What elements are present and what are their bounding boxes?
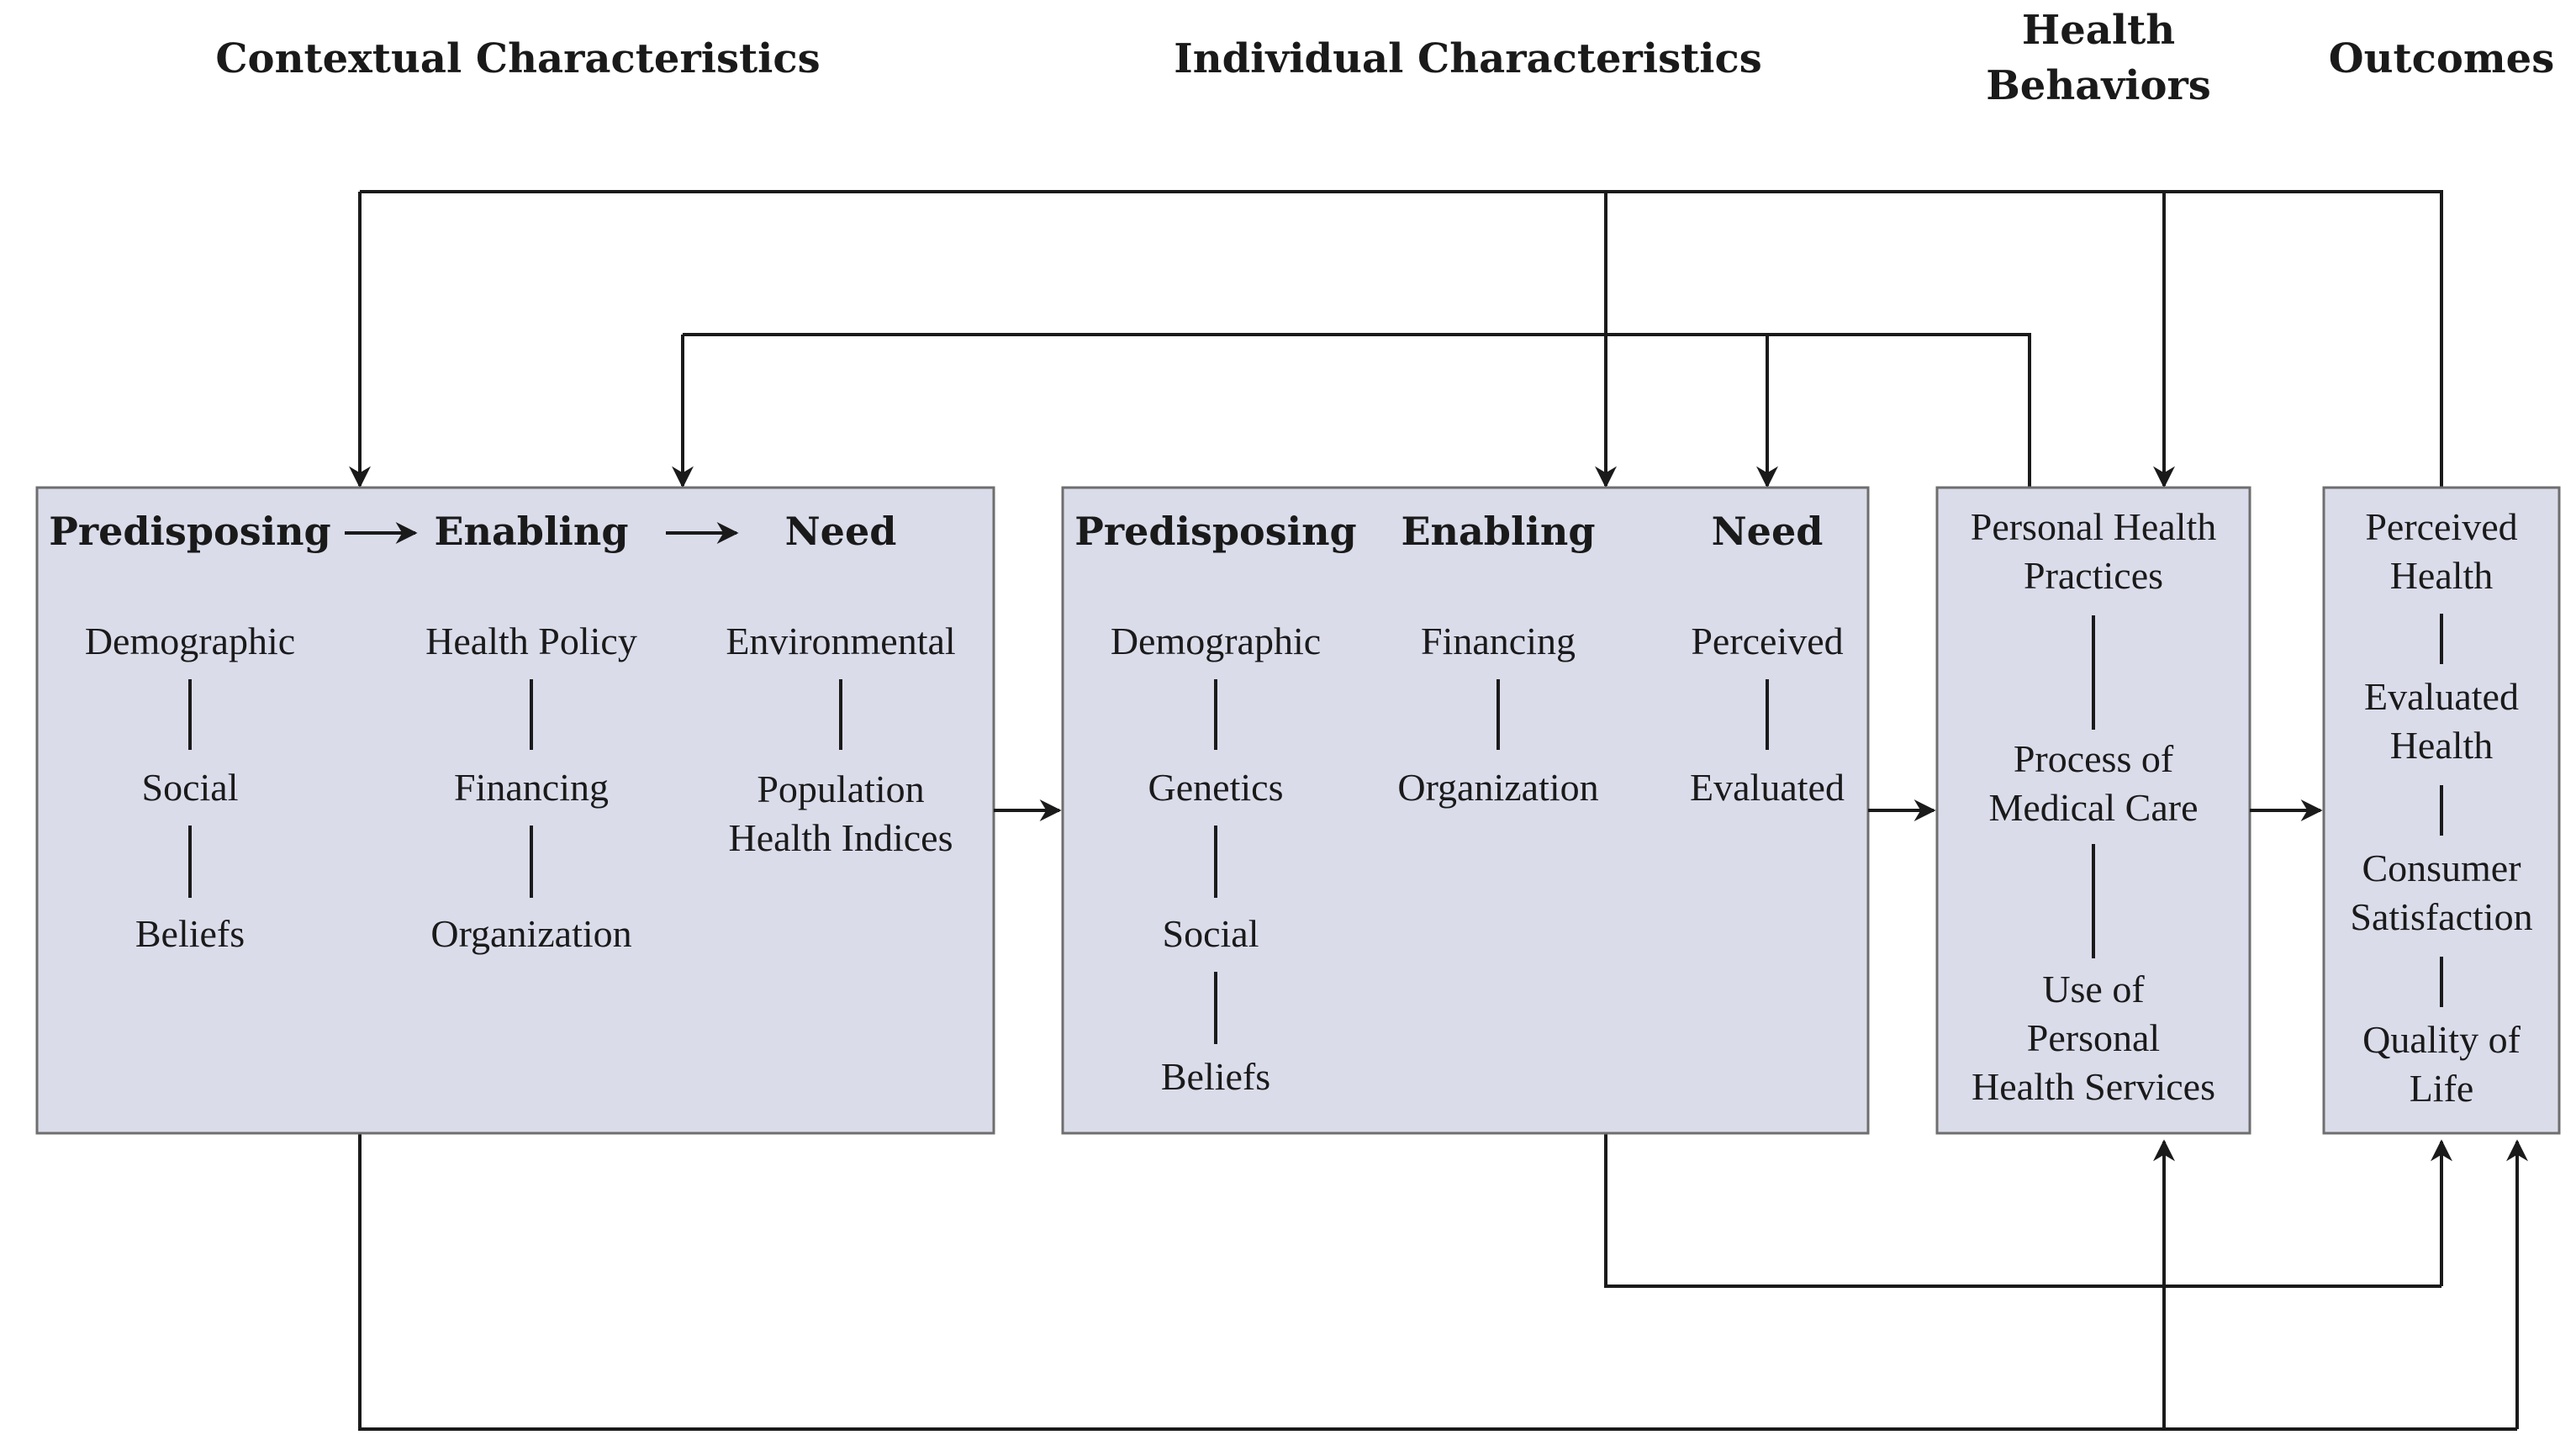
individual-predisposing-title: Predisposing [1074,509,1356,554]
individual-enabling-item-financing: Financing [1421,620,1576,662]
individual-content: Predisposing Enabling Need Demographic G… [1074,509,1845,1098]
behavior-health-services: Health Services [1972,1065,2215,1108]
behavior-use-of: Use of [2042,968,2145,1010]
behavior-personal: Personal [2027,1016,2160,1059]
contextual-box [35,486,995,1135]
contextual-predisposing-item-demographic: Demographic [85,620,295,662]
contextual-need-item-health-indices: Health Indices [729,816,953,859]
behavior-practices: Practices [2024,554,2163,597]
header-individual-characteristics: Individual Characteristics [1174,35,1762,82]
outcome-evaluated: Evaluated [2364,675,2519,718]
individual-enabling-item-organization: Organization [1397,766,1598,809]
connector-contextual-bottom [358,1133,2517,1431]
behavior-medical-care: Medical Care [1988,786,2198,829]
individual-predisposing-item-beliefs: Beliefs [1161,1055,1270,1098]
contextual-need-title: Need [785,509,897,554]
individual-need-item-perceived: Perceived [1691,620,1843,662]
outcome-perceived: Perceived [2365,505,2517,548]
individual-need-title: Need [1712,509,1824,554]
individual-predisposing-item-social: Social [1163,912,1259,955]
connector-individual-bottom [1604,1133,2441,1288]
health-behaviors-box [1935,486,2251,1135]
individual-enabling-title: Enabling [1401,509,1595,554]
outcome-consumer: Consumer [2362,847,2521,889]
header-outcomes: Outcomes [2329,35,2554,82]
outcome-perceived-health: Health [2390,554,2494,597]
outcome-satisfaction: Satisfaction [2350,895,2532,938]
contextual-enabling-title: Enabling [434,509,628,554]
contextual-predisposing-item-beliefs: Beliefs [135,912,245,955]
individual-need-item-evaluated: Evaluated [1690,766,1845,809]
health-behaviors-content: Personal Health Practices Process of Med… [1971,505,2217,1108]
individual-predisposing-item-genetics: Genetics [1148,766,1284,809]
contextual-predisposing-item-social: Social [142,766,239,809]
behavior-process-of: Process of [2014,737,2174,780]
header-contextual-characteristics: Contextual Characteristics [215,35,820,82]
individual-box [1061,486,1870,1135]
header-health-behaviors-line1: Health [2022,7,2175,54]
feedback-connectors [349,190,2528,1431]
contextual-need-item-population: Population [757,768,924,810]
connector-behaviors-top-loop [683,333,2031,491]
outcome-evaluated-health: Health [2390,724,2494,767]
behavior-personal-health: Personal Health [1971,505,2217,548]
individual-predisposing-item-demographic: Demographic [1111,620,1321,662]
outcome-life: Life [2410,1067,2474,1110]
contextual-need-item-environmental: Environmental [726,620,955,662]
outcome-quality-of: Quality of [2362,1018,2521,1061]
contextual-predisposing-title: Predisposing [49,509,330,554]
header-health-behaviors-line2: Behaviors [1986,62,2211,109]
outcomes-content: Perceived Health Evaluated Health Consum… [2350,505,2532,1110]
contextual-enabling-item-financing: Financing [454,766,609,809]
connector-outcomes-top-loop [360,190,2443,491]
contextual-content: Predisposing Enabling Need Demographic S… [49,509,955,955]
contextual-enabling-item-organization: Organization [430,912,631,955]
contextual-enabling-item-health-policy: Health Policy [425,620,637,662]
